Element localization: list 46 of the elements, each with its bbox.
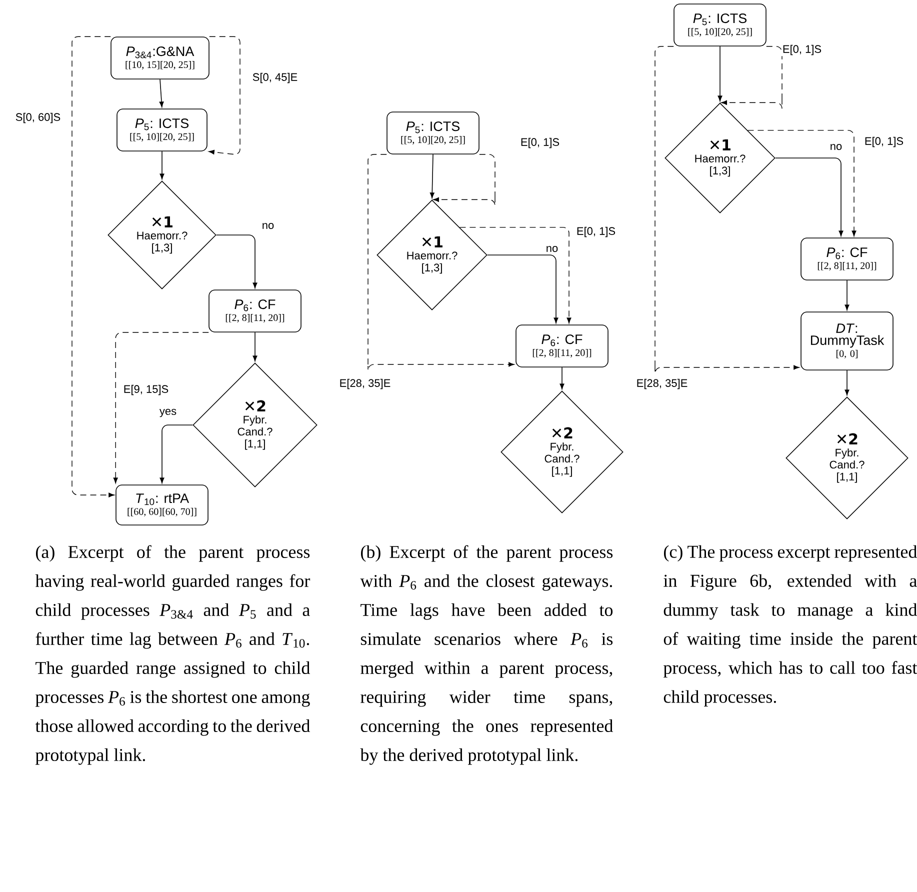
arrow (560, 367, 564, 390)
arrow (430, 154, 434, 198)
task-box: P$_{6}$: CF [[2, 8][11, 20]] (800, 238, 894, 280)
edge-label: E[9, 15]S (122, 384, 170, 396)
arrow (775, 158, 844, 236)
arrow (718, 46, 722, 102)
subfigure-caption: (c) The process excerpt represented in Figure 6b, extended with a dummy task to manage a kind of waiting time inside the parent process, which has to call too fast child processes. (664, 545, 917, 707)
task-box: P$_{5}$: ICTS [[5, 10][20, 25]] (674, 4, 766, 46)
edge-label: no (260, 222, 276, 230)
edge-label: no (828, 143, 844, 152)
dashed-arrow (721, 46, 782, 109)
dashed-arrow (368, 154, 514, 371)
task-box: P$_{6}$: CF [[2, 8][11, 20]] (208, 290, 302, 332)
edge-label: E[28, 35]E (635, 378, 689, 390)
edge-label: S[0, 45]E (251, 72, 299, 84)
edge-label: E[28, 35]E (338, 378, 392, 390)
edge-label: no (544, 245, 560, 254)
arrow (216, 234, 258, 288)
dashed-arrow (433, 154, 496, 206)
arrow (844, 280, 850, 310)
edge-label: E[0, 1]S (519, 136, 561, 150)
edge-label: S[0, 60]S (14, 112, 62, 124)
task-box: T$_{10}$: rtPA [[60, 60][60, 70]] (116, 484, 208, 526)
subfigure-caption: (b) Excerpt of the parent process with P$_{6}$ and the closest gateways. Time lags have been added to simulate scenarios where P$_{6}$ is merged within a parent process, requiring wider time spans, concerning the ones represented by the derived prototypal link. (360, 545, 614, 765)
dashed-arrow (654, 46, 800, 374)
dashed-arrow (459, 226, 572, 324)
subfigure-caption: (a) Excerpt of the parent process having real-world guarded ranges for child processes P$_{3&4}$ and P$_{5}$ and a further time lag between P$_{6}$ and T$_{10}$. The guarded range assigned to child processes P$_{6}$ is the shortest one among those allowed according to the derived prototypal link. (35, 545, 310, 765)
task-box: P$_{5}$: ICTS [[5, 10][20, 25]] (386, 112, 480, 154)
task-box: P$_{5}$: ICTS [[5, 10][20, 25]] (116, 108, 208, 152)
task-box: DT: DummyTask [0, 0] (800, 312, 894, 370)
edge-label: E[0, 1]S (575, 226, 617, 238)
task-box: P$_{6}$: CF [[2, 8][11, 20]] (516, 324, 608, 368)
dashed-arrow (208, 36, 240, 155)
edge-label: E[0, 1]S (863, 136, 905, 148)
dashed-arrow (747, 130, 856, 236)
arrow (487, 254, 558, 324)
task-box: P$_{3&4}$:G&NA [[10, 15][20, 25]] (110, 36, 210, 80)
arrow (159, 79, 164, 108)
edge-label: E[0, 1]S (781, 44, 823, 56)
arrow (844, 370, 850, 396)
arrow (160, 151, 164, 180)
arrow (160, 424, 193, 484)
arrow (252, 332, 258, 362)
dashed-arrow (72, 36, 114, 498)
edge-label: yes (158, 408, 178, 418)
dashed-arrow (113, 332, 209, 484)
